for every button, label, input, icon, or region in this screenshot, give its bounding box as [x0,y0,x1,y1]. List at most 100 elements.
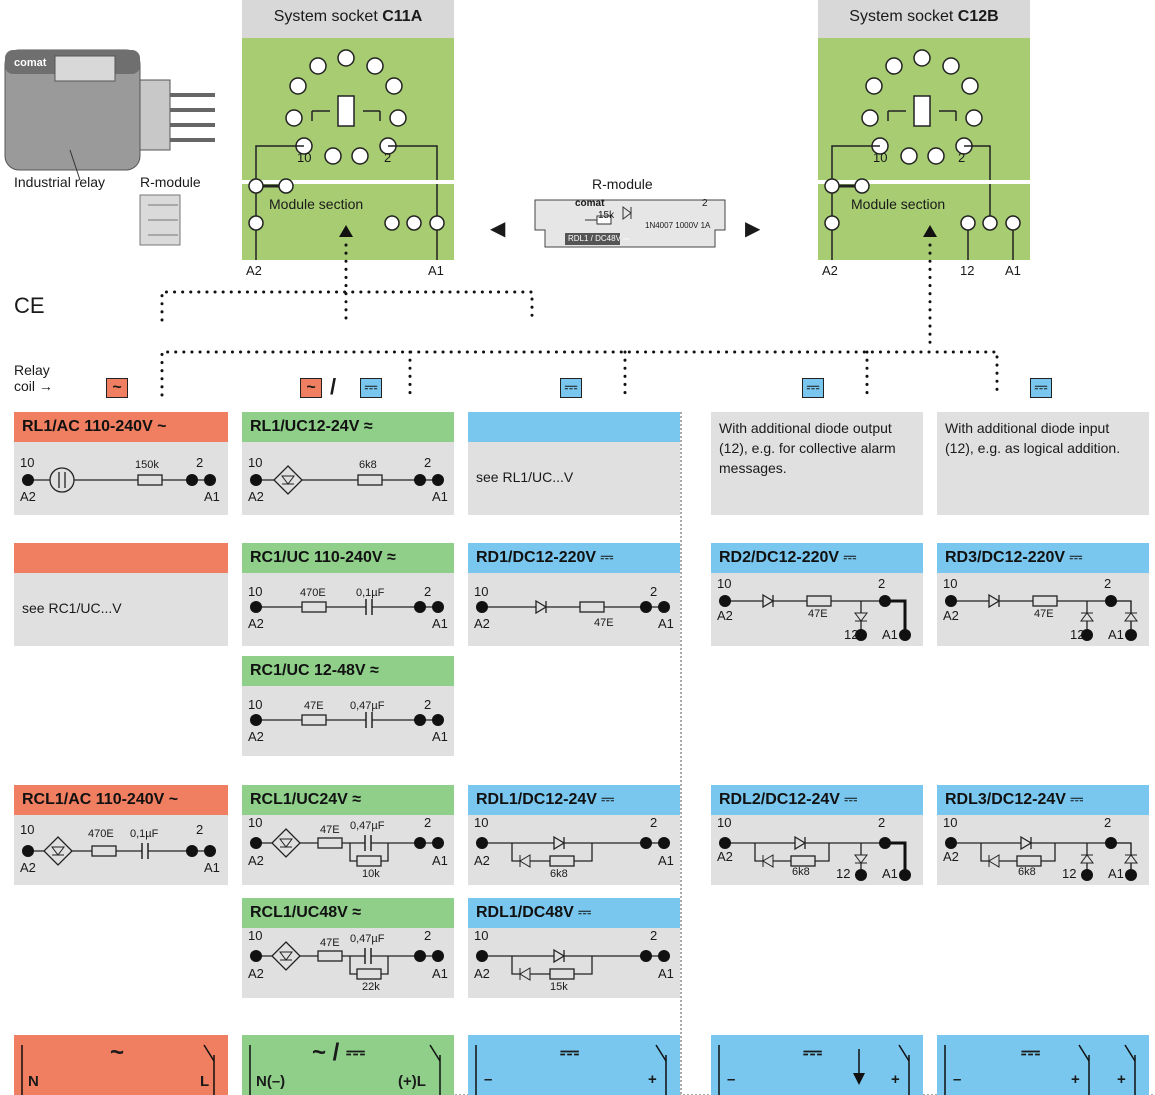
module-rcl1-ac-title: RCL1/AC 110-240V ~ [14,785,228,815]
blank-dc-note: see RL1/UC...V [476,469,574,485]
relay-coil-line2: coil → [14,378,53,394]
ce-mark: CE [14,293,45,318]
rl1-uc-res: 6k8 [359,459,377,471]
c12b-pin-a2: A2 [822,263,838,278]
module-rc1-uc12-title: RC1/UC 12-48V ≈ [242,656,454,686]
rc1-uc110-pin10: 10 [248,584,263,599]
rl1-ac-pin2: 2 [196,455,204,470]
rc1-uc110-a1: A1 [432,616,448,631]
rdl3-circuit [945,835,1138,881]
rd2-circuit [719,593,911,641]
rd3-a1: A1 [1108,627,1124,642]
relay-drawing [4,49,215,246]
rdl1-dc48-circuit [476,948,670,981]
footer-dc3-plus: + [1071,1071,1080,1088]
rl1-ac-a1: A1 [204,489,220,504]
rdl1-dc12-a2: A2 [474,853,490,868]
center-module-brand: comat [575,198,605,209]
footer-uc: ~ / ⎓ N(–) (+)L [242,1035,454,1095]
c11a-pin-a2: A2 [246,263,262,278]
center-module-code: RDL1 / DC48V ⎓ [568,234,630,243]
c11a-pin-2: 2 [384,150,392,165]
rcl1-uc24-a2: A2 [248,853,264,868]
footer-dc2-symbol: ⎓ [803,1039,823,1066]
socket-c12b-title: System socket C12B [818,0,1030,38]
rcl1-ac-pin10: 10 [20,822,35,837]
rcl1-uc24-res: 47E [320,824,340,836]
footer-ac: ~ N L [14,1035,228,1095]
footer-dc3-plus: + [1117,1071,1126,1088]
module-blank-dc-body [468,442,680,515]
rc1-uc12-circuit [250,712,444,728]
rd2-pin2: 2 [878,576,886,591]
module-rcl1-uc24-body [242,815,454,885]
footer-uc-symbol: ~ / ⎓ [312,1039,366,1066]
module-rcl1-uc24-title: RCL1/UC24V ≈ [242,785,454,815]
rcl1-uc48-pin2: 2 [424,928,432,943]
rc1-uc12-res: 47E [304,700,324,712]
rc1-uc12-pin10: 10 [248,697,263,712]
center-module-pin: 2 [702,198,708,209]
c11a-pin-a1: A1 [428,263,444,278]
rdl2-p12: 12 [836,866,851,881]
blank-ac-note: see RC1/UC...V [22,600,122,616]
rdl3-p12: 12 [1062,866,1077,881]
rdl1-dc48-res: 15k [550,981,568,993]
footer-uc-l: (+)L [398,1073,426,1090]
coil-dc-icon: ⎓ [1030,378,1052,398]
relay-coil-line1: Relay [14,362,50,378]
rdl3-a2: A2 [943,849,959,864]
coil-dc-icon: ⎓ [360,378,382,398]
module-rdl2-title: RDL2/DC12-24V ⎓ [711,785,923,815]
footer-dc2-minus: – [727,1071,736,1088]
rc1-uc110-circuit [250,599,444,615]
center-module-spec: 1N4007 1000V 1A [645,221,711,230]
rd1-res: 47E [594,617,614,629]
rd1-pin10: 10 [474,584,489,599]
module-rdl2-body [711,815,923,885]
rd3-res: 47E [1034,608,1054,620]
coil-dc-icon: ⎓ [802,378,824,398]
center-module-res: 15k [598,210,615,221]
rdl1-dc12-a1: A1 [658,853,674,868]
rcl1-ac-a2: A2 [20,860,36,875]
rl1-ac-circuit [22,467,216,493]
rdl2-pin10: 10 [717,815,732,830]
rdl2-a1: A1 [882,866,898,881]
module-blank-dc-title [468,412,680,442]
rdl1-dc48-a2: A2 [474,966,490,981]
footer-dc2-plus: + [891,1071,900,1088]
coil-dc-icon: ⎓ [560,378,582,398]
module-blank-ac-title [14,543,228,573]
socket-c12b-diagram [818,49,1030,260]
rc1-uc12-a1: A1 [432,729,448,744]
rdl3-a1: A1 [1108,866,1124,881]
rcl1-ac-a1: A1 [204,860,220,875]
relay-brand: comat [14,57,47,69]
socket-c11a-title: System socket C11A [242,0,454,38]
c12b-pin-12: 12 [960,263,975,278]
footer-dc1-symbol: ⎓ [560,1039,580,1066]
rcl1-uc24-pin10: 10 [248,815,263,830]
footer-dc3-lines [944,1044,1136,1095]
footer-dc3-minus: – [953,1071,962,1088]
c12b-pin-10: 10 [873,150,888,165]
rdl1-dc48-a1: A1 [658,966,674,981]
rl1-uc-circuit [250,465,444,495]
diode-input-desc: With additional diode input (12), e.g. a… [937,412,1149,515]
rl1-ac-res: 150k [135,459,159,471]
rd1-a1: A1 [658,616,674,631]
footer-uc-lines [249,1044,441,1095]
rdl2-res: 6k8 [792,866,810,878]
module-rdl1-dc12-title: RDL1/DC12-24V ⎓ [468,785,680,815]
rcl1-uc24-circuit [250,828,444,867]
rd2-p12: 12 [844,627,859,642]
rcl1-uc48-res2: 22k [362,981,380,993]
module-rdl1-dc48-title: RDL1/DC48V ⎓ [468,898,680,928]
footer-ac-symbol: ~ [110,1039,125,1066]
rdl3-pin10: 10 [943,815,958,830]
footer-ac-lines [21,1044,215,1095]
module-rcl1-uc48-title: RCL1/UC48V ≈ [242,898,454,928]
rl1-uc-pin10: 10 [248,455,263,470]
